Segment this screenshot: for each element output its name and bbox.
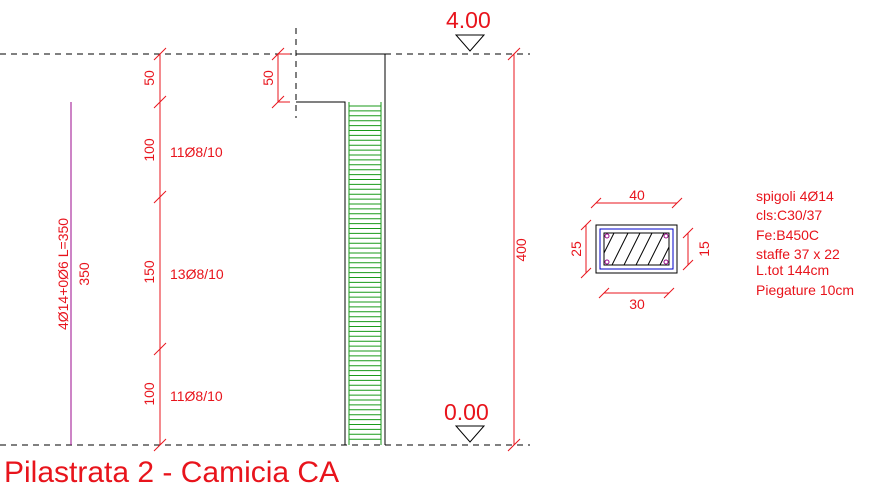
note-line: Fe:B450C (756, 227, 819, 243)
section-width: 40 (629, 187, 645, 203)
rebar-length: 350 (76, 262, 92, 286)
top-level-marker: 4.00 (446, 7, 491, 52)
dim-segment-3: 100 (141, 382, 157, 406)
stirrup-ladder (348, 102, 382, 445)
stirrup-label-1: 11Ø8/10 (170, 144, 223, 160)
notes: spigoli 4Ø14 cls:C30/37 Fe:B450C staffe … (756, 188, 854, 298)
section-height: 25 (568, 241, 584, 257)
note-line: spigoli 4Ø14 (756, 188, 834, 204)
left-dimension-chain (153, 47, 167, 452)
section-inner-width: 30 (629, 296, 645, 312)
column-outline (296, 53, 386, 445)
stirrup-label-2: 13Ø8/10 (170, 266, 224, 282)
dim-segment-2: 150 (141, 260, 157, 284)
bottom-level-marker: 0.00 (444, 399, 489, 443)
note-line: Piegature 10cm (756, 282, 854, 298)
drawing-title: Pilastrata 2 - Camicia CA (4, 456, 339, 489)
right-total-dimension (507, 47, 521, 452)
dim-top-detail: 50 (260, 70, 276, 86)
note-line: L.tot 144cm (756, 262, 829, 278)
cross-section (595, 224, 678, 274)
section-inner-height: 15 (696, 241, 712, 257)
note-line: cls:C30/37 (756, 207, 822, 223)
bottom-level-value: 0.00 (444, 399, 489, 425)
dim-top-segment: 50 (141, 70, 157, 86)
stirrup-label-3: 11Ø8/10 (170, 388, 223, 404)
rebar-label: 4Ø14+0Ø6 L=350 (55, 218, 71, 330)
dim-total: 400 (513, 238, 529, 262)
section-dimensions (580, 197, 694, 299)
dim-segment-1: 100 (141, 138, 157, 162)
note-line: staffe 37 x 22 (756, 246, 840, 262)
top-detail-dimension (271, 47, 290, 109)
top-level-value: 4.00 (446, 7, 491, 33)
